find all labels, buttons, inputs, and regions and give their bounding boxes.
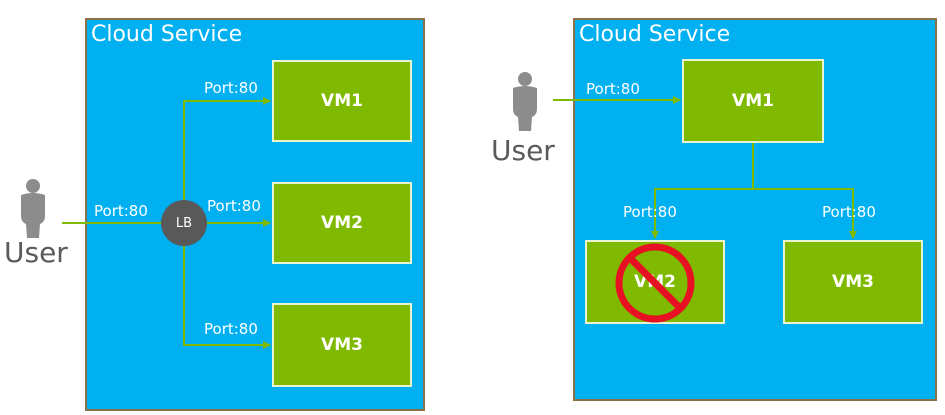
left-vm1-port-label: Port:80	[204, 79, 258, 97]
cloud-service-right-title: Cloud Service	[579, 22, 731, 47]
right-vm3-box: VM3	[783, 240, 923, 324]
right-user-label: User	[491, 134, 555, 167]
left-vm2-port-label: Port:80	[207, 197, 261, 215]
right-user-icon	[513, 72, 537, 131]
right-vm2-port-label: Port:80	[623, 203, 677, 221]
left-user-port-label: Port:80	[94, 202, 148, 220]
cloud-service-left-title: Cloud Service	[91, 22, 243, 47]
right-vm3-label: VM3	[832, 272, 874, 292]
left-vm2-box: VM2	[272, 182, 412, 264]
left-vm2-label: VM2	[321, 213, 363, 233]
load-balancer-label: LB	[175, 215, 193, 231]
right-vm1-box: VM1	[682, 59, 824, 143]
left-user-label: User	[4, 236, 68, 269]
left-vm3-port-label: Port:80	[204, 320, 258, 338]
prohibited-icon	[615, 243, 695, 323]
right-vm3-port-label: Port:80	[822, 203, 876, 221]
left-vm3-box: VM3	[272, 303, 412, 387]
left-vm1-box: VM1	[272, 60, 412, 142]
right-user-port-label: Port:80	[586, 80, 640, 98]
left-vm3-label: VM3	[321, 335, 363, 355]
right-vm1-label: VM1	[732, 91, 774, 111]
left-user-icon	[21, 179, 45, 238]
left-vm1-label: VM1	[321, 91, 363, 111]
load-balancer-node: LB	[161, 200, 207, 246]
